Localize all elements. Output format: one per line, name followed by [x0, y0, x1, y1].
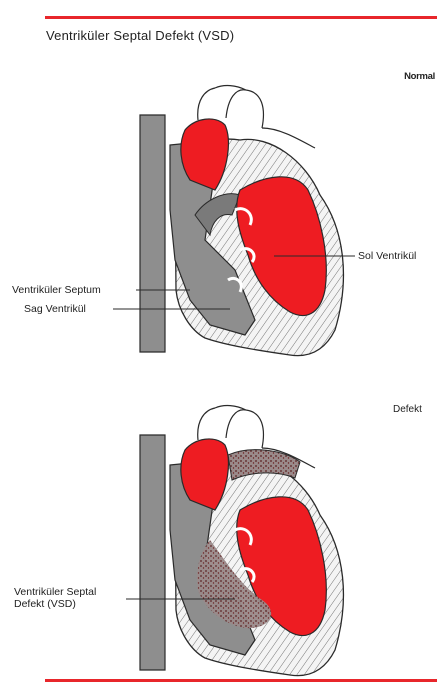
label-vsd-line2: Defekt (VSD)	[14, 598, 76, 610]
normal-left-atrium	[180, 118, 230, 191]
defect-tag: Defekt	[393, 404, 422, 415]
bottom-rule	[45, 679, 437, 682]
defect-heart	[139, 404, 345, 677]
defect-vena-cava	[139, 434, 166, 671]
defect-stippled-atrium	[227, 449, 301, 481]
defect-vessel-right	[261, 447, 316, 469]
label-sag-ventrikul: Sag Ventrikül	[24, 303, 86, 315]
normal-tag: Normal	[404, 71, 435, 82]
label-vsd-line1: Ventriküler Septal	[14, 586, 97, 598]
normal-vena-cava	[139, 114, 166, 353]
label-sol-ventrikul: Sol Ventrikül	[358, 250, 417, 262]
normal-left-ventricle	[236, 176, 327, 317]
top-rule	[45, 16, 437, 19]
defect-left-atrium	[180, 438, 230, 511]
normal-heart	[139, 84, 345, 357]
label-ventrikuler-septum: Ventriküler Septum	[12, 284, 101, 296]
normal-vessel-right	[261, 127, 316, 149]
normal-aortic-arch	[197, 84, 265, 129]
page-title: Ventriküler Septal Defekt (VSD)	[46, 28, 235, 43]
defect-aortic-arch	[197, 404, 265, 449]
vsd-shunt-region	[197, 540, 272, 629]
normal-septum	[194, 193, 241, 237]
